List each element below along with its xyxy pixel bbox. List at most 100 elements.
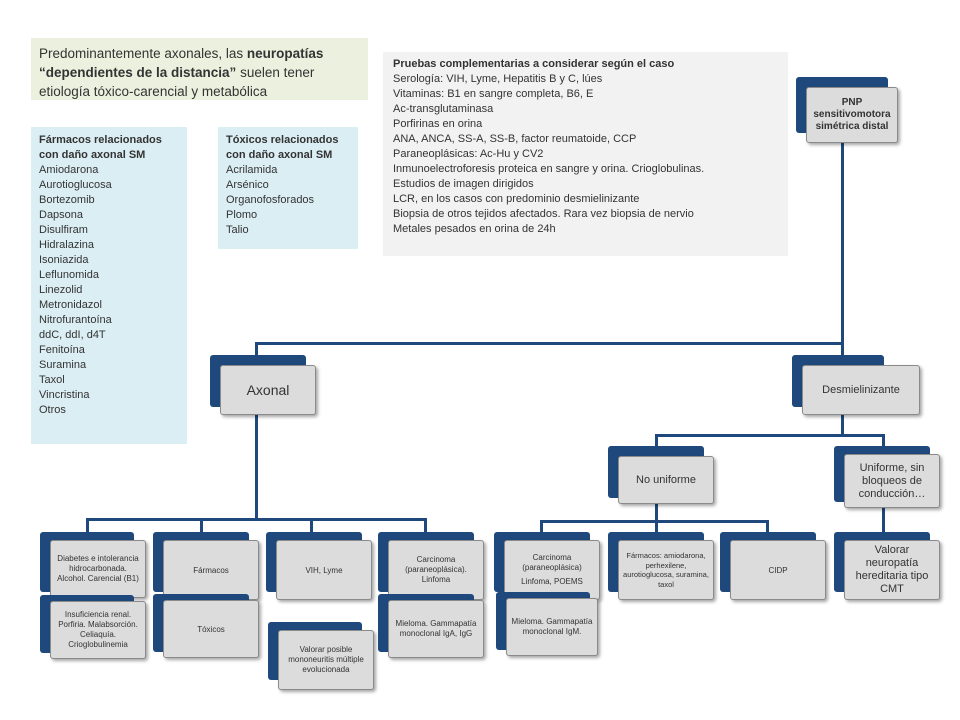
cmt-label: Valorar neuropatía hereditaria tipo CMT bbox=[855, 544, 929, 595]
pruebas-list-item: Porfirinas en orina bbox=[393, 118, 483, 130]
carcinoma-axonal-node: Carcinoma (paraneoplásica). Linfoma bbox=[378, 532, 486, 600]
root-label: PNP sensitivomotora simétrica distal bbox=[813, 97, 891, 132]
farmacos-list-item: Vincristina bbox=[39, 389, 90, 401]
uniforme-label: Uniforme, sin bloqueos de conducción… bbox=[858, 461, 926, 500]
desmielinizante-node: Desmielinizante bbox=[792, 355, 922, 415]
farmacos-list-item: Fenitoína bbox=[39, 344, 85, 356]
farmacos-note: Fármacos relacionados con daño axonal SM… bbox=[31, 127, 187, 444]
vih-node: VIH, Lyme bbox=[266, 532, 374, 600]
toxicos-list-item: Arsénico bbox=[226, 179, 269, 191]
desmielinizante-label: Desmielinizante bbox=[822, 384, 900, 396]
connector bbox=[655, 500, 658, 522]
farmacos-title-1: Fármacos relacionados bbox=[39, 134, 162, 146]
farmacos-list-item: Hidralazina bbox=[39, 239, 95, 251]
pruebas-list-item: Biopsia de otros tejidos afectados. Rara… bbox=[393, 208, 694, 220]
farmacos-list-item: Aurotioglucosa bbox=[39, 179, 112, 191]
toxicos-list-item: Organofosforados bbox=[226, 194, 315, 206]
connector bbox=[310, 518, 313, 534]
toxicos-tree-node: Tóxicos bbox=[153, 594, 261, 660]
no-uniforme-node: No uniforme bbox=[608, 446, 716, 506]
intro-text-1: Predominantemente axonales, las bbox=[39, 46, 247, 61]
pruebas-list-item: LCR, en los casos con predominio desmiel… bbox=[393, 193, 640, 205]
intro-text-bold: neuropatías “dependientes de la distanci… bbox=[39, 46, 324, 80]
connector bbox=[540, 520, 543, 534]
toxicos-list-item: Plomo bbox=[226, 209, 258, 221]
mieloma-desmiel-label: Mieloma. Gammapatía monoclonal IgM. bbox=[511, 617, 593, 636]
carcinoma-desmiel-label-1: Carcinoma (paraneoplásica) bbox=[522, 553, 582, 572]
farmacos-list-item: Disulfiram bbox=[39, 224, 88, 236]
connector bbox=[655, 434, 885, 437]
farmacos-list-item: Amiodarona bbox=[39, 164, 99, 176]
connector bbox=[655, 434, 658, 448]
vih-label: VIH, Lyme bbox=[305, 565, 343, 575]
connector bbox=[255, 342, 844, 345]
toxicos-title-2: con daño axonal SM bbox=[226, 149, 333, 161]
connector bbox=[255, 342, 258, 358]
toxicos-list-item: Talio bbox=[226, 224, 249, 236]
farmacos-list-item: Metronidazol bbox=[39, 299, 102, 311]
pruebas-list-item: Ac-transglutaminasa bbox=[393, 103, 494, 115]
insuficiencia-label: Insuficiencia renal. Porfiria. Malabsorc… bbox=[58, 610, 138, 649]
axonal-label: Axonal bbox=[246, 382, 290, 398]
farmacos-list-item: Bortezomib bbox=[39, 194, 95, 206]
toxicos-list-item: Acrilamida bbox=[226, 164, 278, 176]
pruebas-list-item: Estudios de imagen dirigidos bbox=[393, 178, 534, 190]
connector bbox=[882, 506, 885, 534]
pruebas-list-item: ANA, ANCA, SS-A, SS-B, factor reumatoide… bbox=[393, 133, 637, 145]
pruebas-list-item: Metales pesados en orina de 24h bbox=[393, 223, 556, 235]
farmacos-tree-label: Fármacos bbox=[193, 565, 229, 575]
farmacos-list-item: Suramina bbox=[39, 359, 87, 371]
mieloma-axonal-label: Mieloma. Gammapatía monoclonal IgA, IgG bbox=[395, 619, 477, 638]
connector bbox=[540, 520, 769, 523]
connector bbox=[841, 410, 844, 436]
farmacos-list-item: ddC, ddI, d4T bbox=[39, 329, 106, 341]
connector bbox=[255, 410, 258, 518]
mieloma-axonal-node: Mieloma. Gammapatía monoclonal IgA, IgG bbox=[378, 594, 486, 660]
intro-text-2: suelen tener etiología tóxico-carencial … bbox=[39, 65, 315, 99]
uniforme-node: Uniforme, sin bloqueos de conducción… bbox=[834, 446, 942, 510]
farmacos-list-item: Taxol bbox=[39, 374, 65, 386]
farmacos-desmiel-label: Fármacos: amiodarona, perhexilene, aurot… bbox=[623, 551, 709, 589]
connector bbox=[766, 520, 769, 534]
farmacos-desmiel-node: Fármacos: amiodarona, perhexilene, aurot… bbox=[608, 532, 716, 602]
farmacos-tree-node: Fármacos bbox=[153, 532, 261, 600]
toxicos-tree-label: Tóxicos bbox=[197, 624, 225, 634]
farmacos-list-item: Isoniazida bbox=[39, 254, 89, 266]
pruebas-note: Pruebas complementarias a considerar seg… bbox=[383, 52, 788, 256]
carcinoma-desmiel-label-2: Linfoma, POEMS bbox=[521, 577, 583, 586]
pruebas-title: Pruebas complementarias a considerar seg… bbox=[393, 58, 675, 70]
pruebas-list: Serología: VIH, Lyme, Hepatitis B y C, l… bbox=[393, 72, 778, 237]
farmacos-list-item: Linezolid bbox=[39, 284, 83, 296]
cidp-node: CIDP bbox=[720, 532, 828, 602]
toxicos-title-1: Tóxicos relacionados bbox=[226, 134, 339, 146]
no-uniforme-label: No uniforme bbox=[636, 474, 696, 486]
mieloma-desmiel-node: Mieloma. Gammapatía monoclonal IgM. bbox=[496, 592, 602, 658]
carcinoma-desmiel-node: Carcinoma (paraneoplásica) Linfoma, POEM… bbox=[494, 532, 602, 602]
toxicos-note: Tóxicos relacionados con daño axonal SM … bbox=[218, 127, 358, 249]
connector bbox=[86, 518, 89, 534]
carcinoma-axonal-label: Carcinoma (paraneoplásica). Linfoma bbox=[405, 555, 467, 584]
cmt-node: Valorar neuropatía hereditaria tipo CMT bbox=[834, 532, 942, 602]
farmacos-title-2: con daño axonal SM bbox=[39, 149, 146, 161]
insuficiencia-node: Insuficiencia renal. Porfiria. Malabsorc… bbox=[40, 595, 146, 661]
axonal-node: Axonal bbox=[210, 355, 318, 415]
root-node: PNP sensitivomotora simétrica distal bbox=[796, 77, 900, 145]
intro-note: Predominantemente axonales, las neuropat… bbox=[31, 38, 368, 100]
connector bbox=[200, 518, 203, 534]
mononeuritis-node: Valorar posible mononeuritis múltiple ev… bbox=[268, 622, 374, 690]
connector bbox=[424, 518, 427, 534]
pruebas-list-item: Vitaminas: B1 en sangre completa, B6, E bbox=[393, 88, 594, 100]
connector bbox=[841, 342, 844, 358]
connector bbox=[841, 142, 844, 344]
connector bbox=[882, 434, 885, 448]
mononeuritis-label: Valorar posible mononeuritis múltiple ev… bbox=[288, 645, 364, 674]
farmacos-list-item: Dapsona bbox=[39, 209, 84, 221]
cidp-label: CIDP bbox=[768, 565, 788, 575]
pruebas-list-item: Paraneoplásicas: Ac-Hu y CV2 bbox=[393, 148, 544, 160]
farmacos-list-item: Leflunomida bbox=[39, 269, 99, 281]
connector bbox=[86, 518, 427, 521]
pruebas-list-item: Serología: VIH, Lyme, Hepatitis B y C, l… bbox=[393, 73, 603, 85]
diabetes-label: Diabetes e intolerancia hidrocarbonada. … bbox=[57, 554, 139, 583]
